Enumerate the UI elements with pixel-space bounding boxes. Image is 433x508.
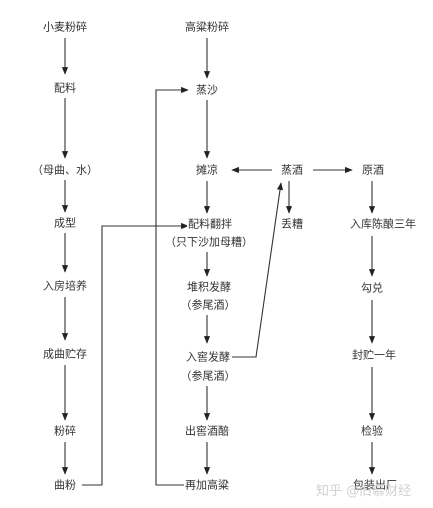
node-yeast-water: （母曲、水）	[31, 163, 99, 177]
node-yeast-powder: 曲粉	[53, 478, 77, 492]
node-pit-ferment-note: （参尾酒）	[179, 369, 237, 383]
arrow-powder-to-mixturn	[82, 222, 189, 486]
node-base-liquor: 原酒	[361, 163, 385, 177]
node-mix-turn-note: （只下沙加母糟）	[164, 235, 254, 249]
node-mix-ingredients: 配料	[53, 81, 77, 95]
node-seal-year: 封贮一年	[351, 348, 397, 362]
node-sorghum-crush: 高粱粉碎	[184, 20, 230, 34]
node-discard-grains: 丢糟	[280, 217, 304, 231]
node-steam-distill: 蒸酒	[280, 163, 304, 177]
arrow-pit-to-distill	[232, 182, 284, 358]
node-packaging: 包装出厂	[352, 478, 398, 492]
node-stack-ferment-note: （参尾酒）	[179, 298, 237, 312]
node-out-pit-grains: 出窖酒醅	[184, 424, 230, 438]
node-storage-aging: 入库陈酿三年	[349, 217, 417, 231]
arrow-addsorghum-to-steam	[155, 86, 189, 486]
node-yeast-crush: 粉碎	[53, 424, 77, 438]
node-wheat-crush: 小麦粉碎	[42, 20, 88, 34]
node-incubation-room: 入房培养	[42, 279, 88, 293]
node-stack-ferment: 堆积发酵	[186, 280, 232, 294]
node-shaping: 成型	[53, 216, 77, 230]
node-spread-cool: 摊凉	[195, 163, 219, 177]
node-pit-ferment: 入窖发酵	[185, 350, 231, 364]
node-add-sorghum: 再加高粱	[184, 478, 230, 492]
node-blending: 勾兑	[360, 281, 384, 295]
watermark: 知乎 @旧慕财经	[316, 484, 412, 499]
node-yeast-storage: 成曲贮存	[42, 347, 88, 361]
node-mix-turn: 配料翻拌	[187, 217, 233, 231]
node-steam-sand: 蒸沙	[195, 83, 219, 97]
node-inspection: 检验	[360, 424, 384, 438]
